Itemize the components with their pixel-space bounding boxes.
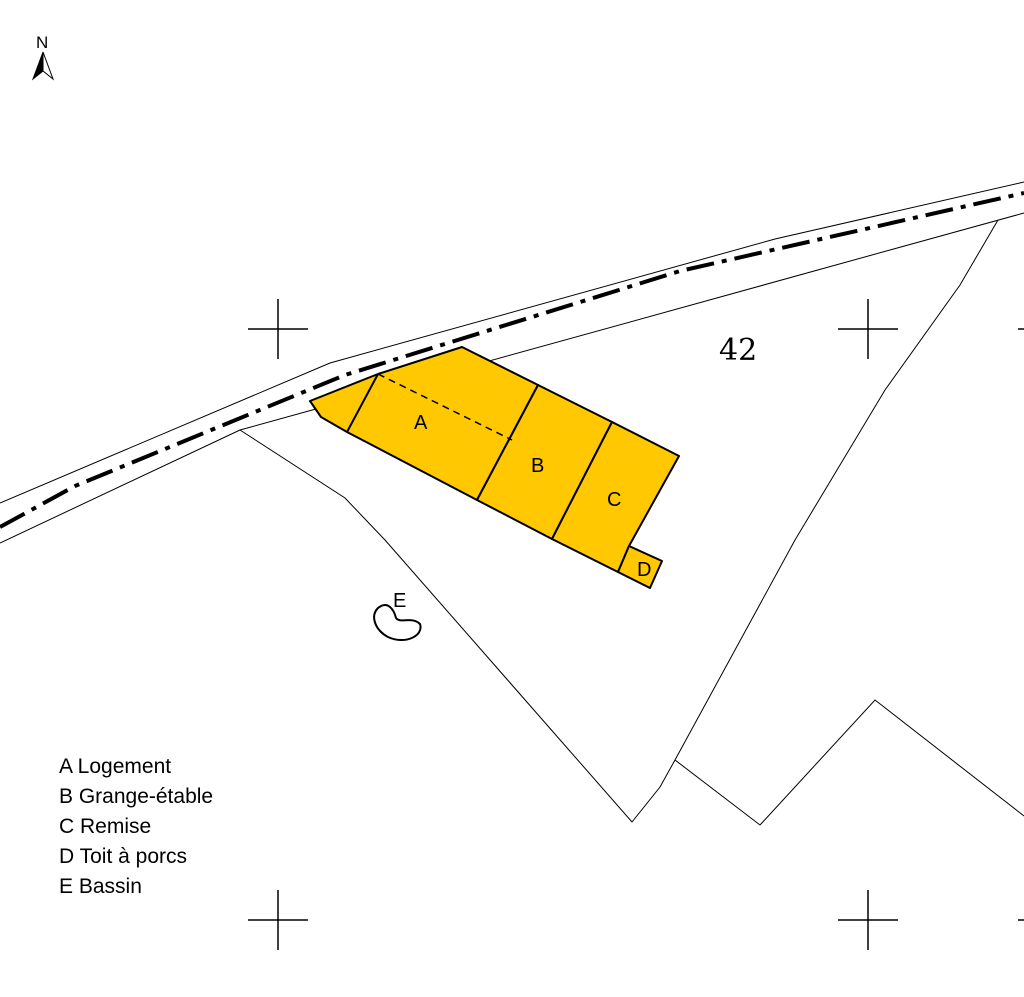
grid-cross	[838, 299, 898, 359]
building-a-dashed-division	[377, 373, 513, 441]
road-edge-south	[0, 212, 1024, 544]
parcel-number: 42	[719, 333, 757, 368]
north-arrow-icon	[31, 51, 55, 81]
legend-item-a: A Logement	[59, 755, 172, 778]
building-label-d: D	[637, 559, 651, 581]
commune-boundary-line	[0, 191, 1024, 529]
basin-e-shape	[373, 604, 422, 642]
legend-item-d: D Toit à porcs	[59, 845, 187, 868]
legend-item-c: C Remise	[59, 815, 152, 838]
building-label-b: B	[531, 455, 544, 477]
building-a-division	[346, 373, 379, 433]
buildings	[309, 346, 680, 589]
parcel-boundary-west	[239, 219, 999, 823]
grid-cross	[248, 890, 308, 950]
legend: A Logement B Grange-étable C Remise D To…	[59, 752, 213, 902]
building-label-c: C	[607, 489, 621, 511]
road-edge-north	[0, 181, 1024, 504]
legend-item-b: B Grange-étable	[59, 785, 214, 808]
north-label: N	[36, 33, 48, 52]
parcel-boundary-south	[674, 699, 1024, 826]
legend-item-e: E Bassin	[59, 875, 142, 898]
building-label-a: A	[414, 412, 428, 434]
building-label-e: E	[393, 590, 406, 612]
grid-cross	[838, 890, 898, 950]
grid-cross	[248, 299, 308, 359]
building-d	[617, 545, 663, 589]
